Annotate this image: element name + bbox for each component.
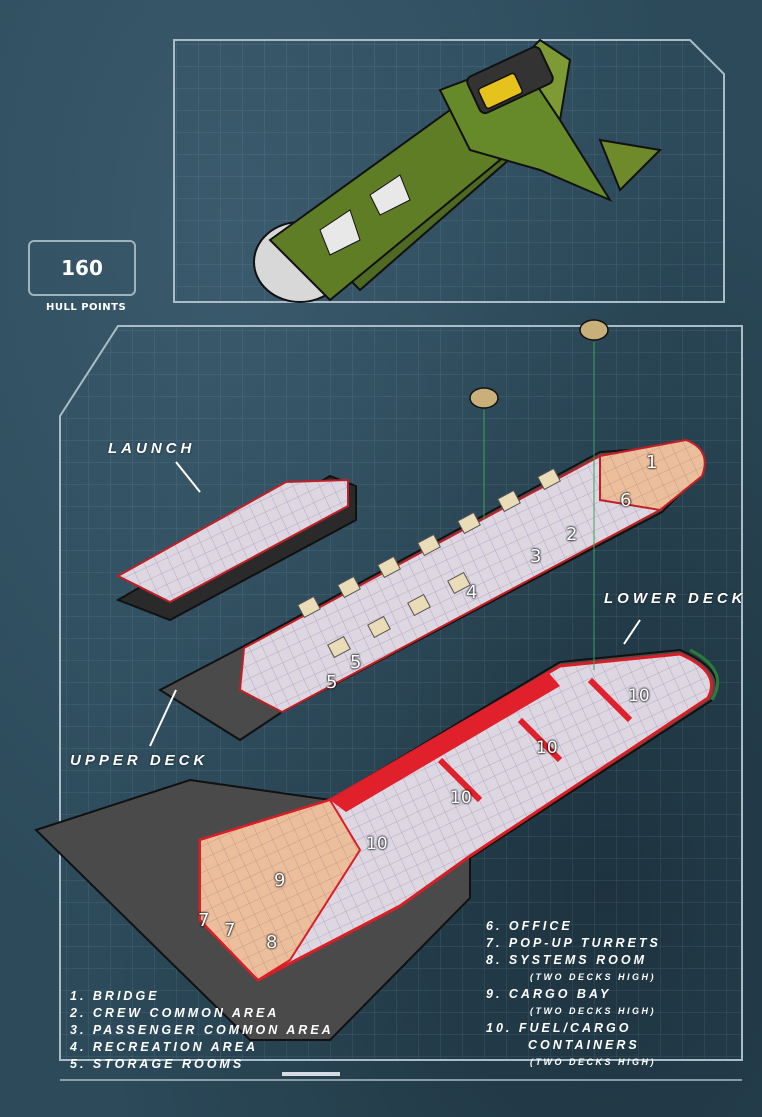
- legend-item-systems-room: 8. SYSTEMS ROOM: [486, 953, 647, 967]
- room-2-number: 2: [566, 524, 578, 545]
- legend-item-recreation-area: 4. RECREATION AREA: [70, 1040, 259, 1054]
- legend-item-passenger-common-area: 3. PASSENGER COMMON AREA: [70, 1023, 334, 1037]
- pop-up-turret: [579, 319, 609, 670]
- room-10-number: 10: [450, 788, 472, 808]
- lower-deck: [34, 648, 720, 1041]
- legend-item-pop-up-turrets: 7. POP-UP TURRETS: [486, 936, 661, 950]
- pop-up-turret: [469, 387, 499, 520]
- lower-deck-leader: [623, 619, 641, 645]
- room-7-number: 7: [224, 920, 236, 941]
- hull-points-label: HULL POINTS: [46, 302, 127, 313]
- legend-item-office: 6. OFFICE: [486, 919, 573, 933]
- launch-label: LAUNCH: [108, 440, 196, 457]
- room-3-number: 3: [530, 546, 542, 567]
- room-4-number: 4: [466, 582, 478, 603]
- hull-points-value: 160: [28, 240, 136, 296]
- legend-item-containers: CONTAINERS: [528, 1038, 640, 1052]
- legend-item-storage-rooms: 5. STORAGE ROOMS: [70, 1057, 245, 1071]
- launch-leader: [175, 461, 201, 493]
- room-8-number: 8: [266, 932, 278, 953]
- legend-item-fuel-cargo-note: (TWO DECKS HIGH): [530, 1057, 656, 1067]
- upper-deck-label: UPPER DECK: [70, 752, 209, 769]
- room-5-number: 5: [326, 672, 338, 693]
- room-10-number: 10: [366, 834, 388, 854]
- upper-deck-leader: [149, 689, 177, 747]
- legend-right: 6. OFFICE 7. POP-UP TURRETS 8. SYSTEMS R…: [486, 918, 661, 1071]
- legend-item-cargo-bay: 9. CARGO BAY: [486, 987, 612, 1001]
- room-5-number: 5: [350, 652, 362, 673]
- legend-left: 1. BRIDGE 2. CREW COMMON AREA 3. PASSENG…: [70, 988, 334, 1073]
- legend-item-bridge: 1. BRIDGE: [70, 989, 160, 1003]
- room-1-number: 1: [646, 452, 658, 473]
- room-10-number: 10: [628, 686, 650, 706]
- legend-item-fuel-cargo: 10. FUEL/CARGO: [486, 1021, 632, 1035]
- room-10-number: 10: [536, 738, 558, 758]
- upper-deck: [157, 438, 706, 742]
- launch-bay: [115, 474, 357, 622]
- ship-illustration: [253, 38, 663, 303]
- legend-item-crew-common-area: 2. CREW COMMON AREA: [70, 1006, 280, 1020]
- legend-item-cargo-bay-note: (TWO DECKS HIGH): [530, 1006, 656, 1016]
- bottom-tab: [282, 1072, 340, 1076]
- room-7-number: 7: [198, 910, 210, 931]
- room-9-number: 9: [274, 870, 286, 891]
- room-6-number: 6: [620, 490, 632, 511]
- lower-deck-label: LOWER DECK: [604, 590, 747, 607]
- legend-item-systems-room-note: (TWO DECKS HIGH): [530, 972, 656, 982]
